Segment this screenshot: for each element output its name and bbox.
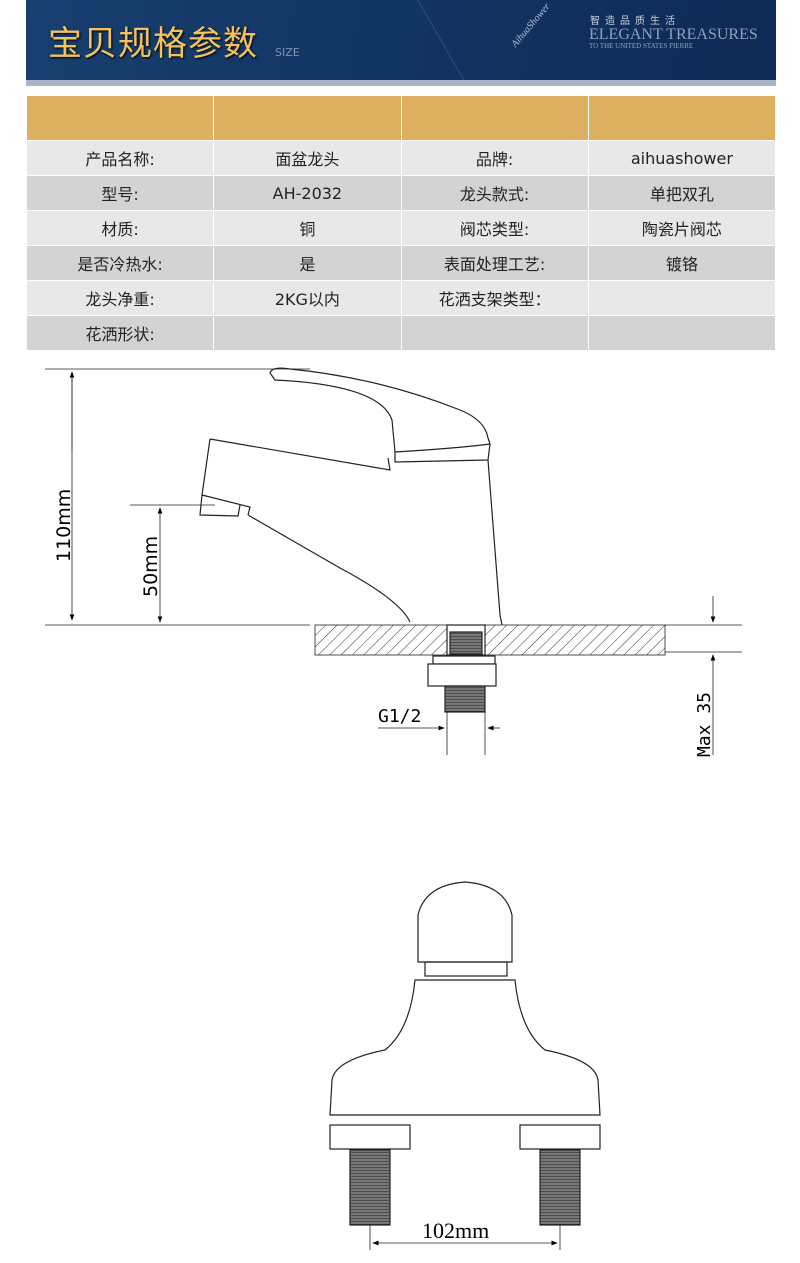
table-row: 材质:铜阀芯类型:陶瓷片阀芯 [25,210,777,246]
slogan-sub: TO THE UNITED STATES PIERRE [589,42,694,50]
spec-label: 型号: [25,175,215,211]
slogan-cn: 智造品质生活 [590,16,680,27]
spec-value [213,315,402,351]
front-view [329,881,601,1250]
spec-value: 陶瓷片阀芯 [587,210,777,246]
spec-value: aihuashower [587,140,777,176]
spec-label: 材质: [25,210,215,246]
spec-label: 花洒支架类型： [400,280,589,316]
spec-label: 表面处理工艺: [400,245,589,281]
spec-value: 是 [213,245,402,281]
spec-value [587,315,777,351]
spec-value: 铜 [213,210,402,246]
table-header [25,95,777,141]
spec-label: 花洒形状: [25,315,215,351]
page-subtitle: SIZE [275,46,300,59]
label-thread: G1/2 [378,706,421,727]
spec-value: 2KG以内 [213,280,402,316]
table-row: 是否冷热水:是表面处理工艺:镀铬 [25,245,777,281]
spec-label [400,315,589,351]
spec-value [587,280,777,316]
label-spout-height: 50mm [140,536,162,597]
spec-value: 面盆龙头 [213,140,402,176]
spec-value: AH-2032 [213,175,402,211]
spec-value: 镀铬 [587,245,777,281]
spec-label: 龙头款式: [400,175,589,211]
table-row: 花洒形状: [25,315,777,351]
divider [26,80,776,86]
slogan-en: ELEGANT TREASURES [589,26,758,43]
label-max-thickness: Max 35 [694,692,715,757]
header-banner: 宝贝规格参数 SIZE AihuaShower 智造品质生活 ELEGANT T… [26,0,776,80]
spec-value: 单把双孔 [587,175,777,211]
label-height-total: 110mm [53,489,75,562]
spec-label: 产品名称: [25,140,215,176]
table-row: 产品名称:面盆龙头品牌:aihuashower [25,140,777,176]
side-view [45,367,742,755]
page-title: 宝贝规格参数 [48,24,258,64]
table-row: 龙头净重:2KG以内花洒支架类型： [25,280,777,316]
label-hole-spacing: 102mm [422,1218,489,1243]
spec-label: 品牌: [400,140,589,176]
spec-label: 是否冷热水: [25,245,215,281]
spec-label: 阀芯类型: [400,210,589,246]
